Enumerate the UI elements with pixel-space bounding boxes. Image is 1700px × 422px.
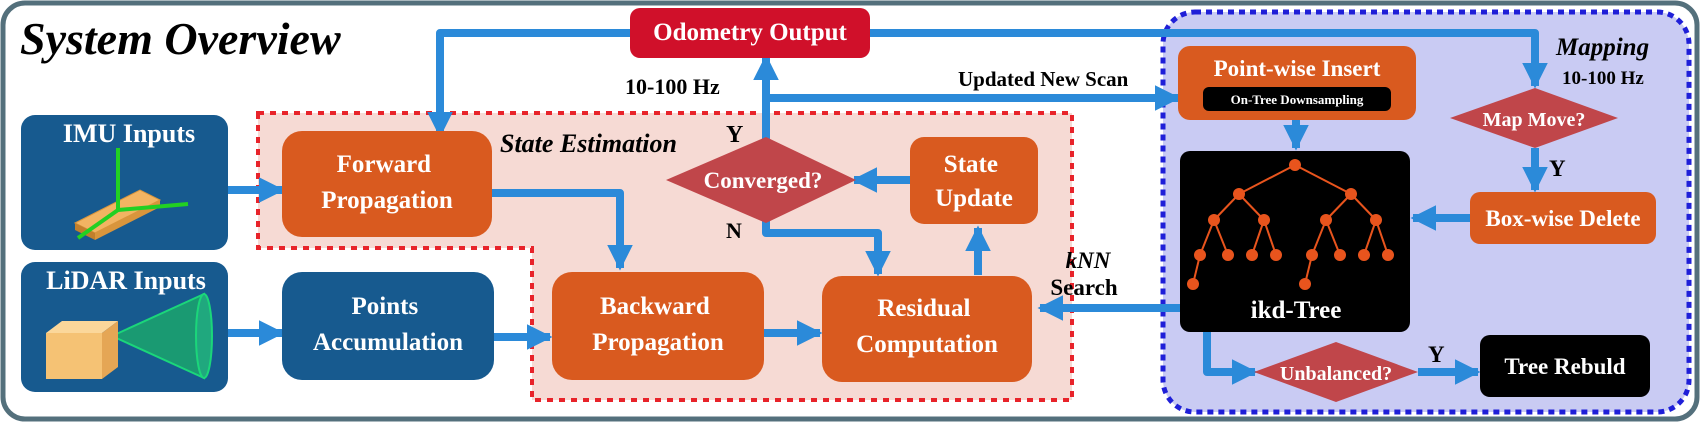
converged-no-label: N	[726, 218, 742, 243]
on-tree-downsampling-badge	[1203, 87, 1391, 111]
map-move-label: Map Move?	[1483, 109, 1586, 131]
points-accumulation-label: Points Accumulation	[313, 293, 463, 356]
forward-propagation-box	[282, 131, 492, 237]
map-move-diamond	[1450, 88, 1618, 148]
arrow-forward-to-backward	[492, 189, 633, 271]
arrow-odometry-to-mapmove	[870, 29, 1548, 89]
map-move-yes-label: Y	[1549, 156, 1566, 181]
points-accumulation-box	[282, 272, 494, 380]
tree-rebuild-box	[1480, 335, 1650, 397]
boxwise-delete-label: Box-wise Delete	[1485, 206, 1640, 231]
pointwise-insert-label: Point-wise Insert	[1214, 56, 1381, 81]
arrow-converged-no-to-residual	[762, 217, 891, 277]
imu-inputs-label: IMU Inputs	[63, 119, 195, 148]
converged-label: Converged?	[704, 168, 823, 193]
unbalanced-diamond	[1254, 342, 1418, 402]
lidar-inputs-label: LiDAR Inputs	[46, 266, 206, 295]
unbalanced-yes-label: Y	[1428, 342, 1445, 367]
residual-computation-box	[822, 276, 1032, 382]
residual-computation-label: Residual Computation	[856, 295, 998, 358]
search-label: Search	[1050, 275, 1118, 300]
backward-propagation-label: Backward Propagation	[592, 293, 724, 356]
rate-mapping-label: 10-100 Hz	[1562, 68, 1644, 89]
imu-axes-icon	[73, 148, 189, 240]
on-tree-downsampling-label: On-Tree Downsampling	[1231, 92, 1364, 107]
tree-rebuild-label: Tree Rebuld	[1504, 354, 1625, 379]
unbalanced-label: Unbalanced?	[1280, 363, 1392, 385]
odometry-output-box	[630, 8, 870, 58]
mapping-label: Mapping	[1555, 34, 1649, 61]
ikd-tree-label: ikd-Tree	[1251, 297, 1342, 324]
ikd-tree-graph	[1187, 159, 1394, 290]
imu-inputs-box	[21, 115, 228, 250]
state-estimation-label: State Estimation	[500, 129, 677, 158]
forward-propagation-label: Forward Propagation	[321, 151, 453, 214]
arrow-odometry-to-forward	[427, 29, 630, 138]
diagram-title: System Overview	[20, 13, 341, 64]
arrow-tree-to-unbalanced	[1203, 332, 1258, 385]
rate-odometry-label: 10-100 Hz	[625, 74, 720, 99]
backward-propagation-box	[552, 272, 764, 380]
state-update-box	[910, 137, 1038, 224]
boxwise-delete-box	[1470, 192, 1656, 244]
lidar-sensor-icon	[46, 292, 213, 380]
knn-label: kNN	[1066, 248, 1112, 273]
updated-new-scan-label: Updated New Scan	[958, 67, 1129, 91]
converged-yes-label: Y	[726, 122, 743, 148]
converged-diamond	[666, 137, 856, 223]
odometry-output-label: Odometry Output	[653, 19, 847, 46]
state-update-label: State Update	[935, 151, 1013, 212]
